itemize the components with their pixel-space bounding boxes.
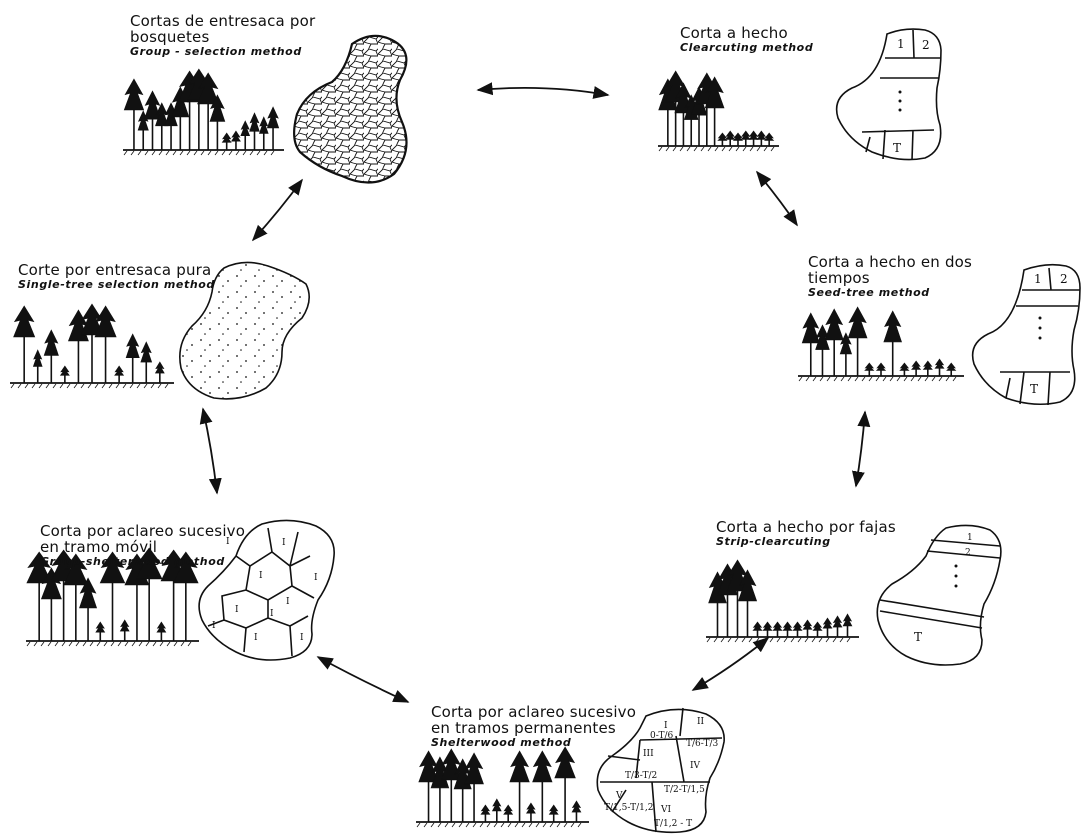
- arrow-shelterwood-group-shelterwood: [316, 656, 410, 703]
- seed-tree-label: Corta a hecho en dos tiempos Seed-tree m…: [808, 254, 972, 300]
- clearcutting-title-en: Clearcuting method: [680, 41, 814, 54]
- strip-clearcutting-label: Corta a hecho por fajas Strip-clearcutin…: [716, 519, 896, 549]
- group-shelterwood-map-label-1: I: [226, 537, 230, 547]
- group-shelterwood-map-label-10: I: [270, 609, 274, 619]
- group-shelterwood-title-line-2: en tramo móvil: [40, 538, 158, 556]
- group-shelterwood-map-label-9: I: [300, 633, 304, 643]
- shelterwood-map: I II 0-T/6 T/6-T/3 III IV T/3-T/2 T/2-T/…: [596, 707, 725, 834]
- group-shelterwood-title-en: Group-shelterwood method: [40, 555, 225, 568]
- clearcutting-map-label-t: T: [893, 141, 901, 155]
- shelterwood-map-label-v: V: [615, 791, 623, 801]
- single-tree-selection-map: [179, 261, 310, 400]
- seed-tree-title-en: Seed-tree method: [808, 286, 930, 299]
- shelterwood-map-label-vi: VI: [660, 805, 671, 815]
- shelterwood-title-line-2: en tramos permanentes: [431, 719, 616, 737]
- strip-map-label-t: T: [914, 630, 922, 644]
- group-shelterwood-label: Corta por aclareo sucesivo en tramo móvi…: [40, 523, 245, 569]
- shelterwood-map-label-0-t6: 0-T/6: [650, 731, 673, 741]
- single-tree-stand: [10, 303, 174, 389]
- shelterwood-map-label-t2-t15: T/2-T/1,5: [664, 785, 705, 795]
- arrow-clearcutting-seed-tree: [755, 170, 798, 227]
- single-tree-label: Corte por entresaca pura Single-tree sel…: [18, 262, 215, 292]
- arrow-single-tree-group-selection: [251, 178, 303, 242]
- seed-tree-map-label-t: T: [1030, 382, 1038, 396]
- shelterwood-title-line-1: Corta por aclareo sucesivo: [431, 703, 637, 721]
- clearcutting-map: 1 2 T: [835, 28, 942, 161]
- clearcutting-label: Corta a hecho Clearcuting method: [680, 25, 813, 55]
- arrow-group-shelterwood-single-tree: [199, 407, 222, 495]
- shelterwood-map-label-t15-t12: T/1,5-T/1,2: [604, 803, 653, 813]
- seed-tree-title-line-1: Corta a hecho en dos: [808, 253, 973, 271]
- clearcutting-map-label-2: 2: [922, 38, 930, 52]
- group-shelterwood-title-line-1: Corta por aclareo sucesivo: [40, 522, 246, 540]
- shelterwood-map-label-t6-t3: T/6-T/3: [686, 739, 719, 749]
- shelterwood-stand: [416, 746, 589, 828]
- strip-clearcutting-title-es: Corta a hecho por fajas: [716, 518, 896, 536]
- group-shelterwood-map: I I I I I I I I I I: [198, 519, 335, 661]
- group-shelterwood-map-label-4: I: [282, 538, 286, 548]
- group-shelterwood-stand: [26, 547, 199, 647]
- seed-tree-map-label-2: 2: [1060, 272, 1068, 286]
- group-shelterwood-map-label-3: I: [259, 571, 263, 581]
- group-shelterwood-map-label-2: I: [314, 573, 318, 583]
- group-shelterwood-map-label-6: I: [235, 605, 239, 615]
- shelterwood-map-label-i: I: [664, 721, 668, 731]
- strip-map-label-2: 2: [965, 548, 971, 558]
- clearcutting-map-label-1: 1: [897, 37, 905, 51]
- arrow-seed-tree-strip: [852, 410, 871, 488]
- group-selection-title-line-1: Cortas de entresaca por: [130, 12, 316, 30]
- shelterwood-map-label-t12-t: T/1,2 - T: [654, 819, 692, 829]
- group-selection-title-en: Group - selection method: [130, 45, 302, 58]
- single-tree-title-en: Single-tree selection method: [18, 278, 215, 291]
- shelterwood-map-label-iv: IV: [690, 761, 701, 771]
- strip-map-label-1: 1: [967, 533, 973, 543]
- group-shelterwood-map-label-5: I: [286, 597, 290, 607]
- seed-tree-map-label-1: 1: [1034, 272, 1042, 286]
- strip-clearcutting-stand: [706, 559, 859, 643]
- seed-tree-stand: [798, 306, 964, 382]
- group-selection-title-line-2: bosquetes: [130, 28, 210, 46]
- shelterwood-map-label-t3-t2: T/3-T/2: [625, 771, 657, 781]
- seed-tree-title-line-2: tiempos: [808, 269, 870, 287]
- shelterwood-map-label-iii: III: [643, 749, 654, 759]
- group-selection-stand: [123, 68, 284, 156]
- cycle-arrows: [199, 82, 871, 703]
- single-tree-title-es: Corte por entresaca pura: [18, 261, 212, 279]
- group-selection-map: [293, 34, 408, 184]
- seed-tree-map: 1 2 T: [971, 263, 1081, 406]
- strip-clearcutting-map: 1 2 T: [876, 524, 1002, 666]
- group-shelterwood-map-label-7: I: [254, 633, 258, 643]
- clearcutting-title-es: Corta a hecho: [680, 24, 788, 42]
- strip-clearcutting-title-en: Strip-clearcuting: [716, 535, 831, 548]
- clearcutting-stand: [658, 70, 779, 152]
- shelterwood-map-label-ii: II: [697, 717, 705, 727]
- group-selection-label: Cortas de entresaca por bosquetes Group …: [130, 13, 315, 59]
- arrow-group-selection-clearcutting: [476, 82, 610, 99]
- shelterwood-label: Corta por aclareo sucesivo en tramos per…: [431, 704, 636, 750]
- arrow-strip-shelterwood: [691, 636, 770, 691]
- shelterwood-title-en: Shelterwood method: [431, 736, 572, 749]
- forest-stand-profiles: [10, 68, 964, 828]
- group-shelterwood-map-label-8: I: [212, 621, 216, 631]
